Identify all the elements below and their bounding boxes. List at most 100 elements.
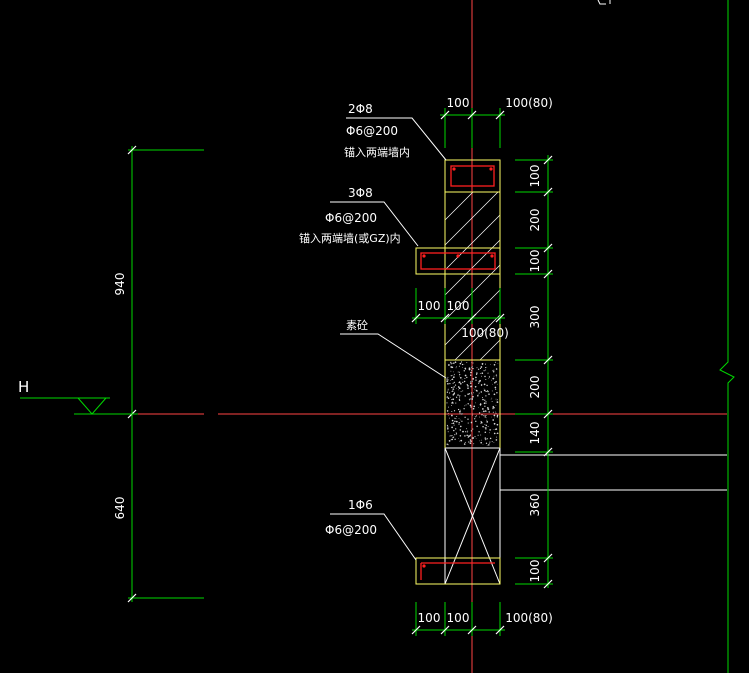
concrete-speckle <box>464 395 466 397</box>
right-dimension-ticks <box>543 155 553 589</box>
concrete-speckle <box>486 406 489 409</box>
concrete-speckle <box>485 428 487 430</box>
concrete-speckle <box>470 421 473 424</box>
plain-concrete-fill <box>446 361 499 446</box>
concrete-speckle <box>459 375 460 377</box>
concrete-speckle <box>447 444 449 446</box>
concrete-speckle <box>484 437 487 439</box>
concrete-speckle <box>446 443 448 445</box>
concrete-speckle <box>477 407 479 408</box>
concrete-speckle <box>488 377 489 379</box>
concrete-speckle <box>453 429 455 432</box>
concrete-speckle <box>458 389 459 391</box>
level-mark-symbol <box>20 397 138 415</box>
concrete-speckle <box>455 396 458 398</box>
concrete-speckle <box>480 421 482 423</box>
concrete-speckle <box>483 383 486 386</box>
concrete-speckle <box>491 441 493 443</box>
concrete-speckle <box>460 391 462 393</box>
concrete-speckle <box>483 370 485 372</box>
concrete-speckle <box>485 402 487 404</box>
concrete-speckle <box>461 363 464 366</box>
concrete-speckle <box>452 389 454 390</box>
concrete-speckle <box>450 396 451 398</box>
concrete-speckle <box>492 411 494 413</box>
concrete-speckle <box>485 367 487 369</box>
concrete-speckle <box>470 374 472 376</box>
concrete-speckle <box>484 405 486 407</box>
concrete-speckle <box>454 391 456 393</box>
concrete-speckle <box>483 415 485 417</box>
concrete-speckle <box>451 426 453 429</box>
concrete-speckle <box>452 382 454 384</box>
right-dim-5: 200 <box>528 376 542 399</box>
concrete-speckle <box>485 417 487 419</box>
concrete-speckle <box>480 434 482 436</box>
concrete-speckle <box>459 429 462 431</box>
concrete-speckle <box>458 398 460 400</box>
concrete-speckle <box>463 363 465 365</box>
concrete-speckle <box>489 432 490 434</box>
concrete-speckle <box>490 429 492 431</box>
concrete-speckle <box>493 414 496 417</box>
concrete-speckle <box>446 402 448 404</box>
concrete-speckle <box>472 378 475 380</box>
concrete-speckle <box>472 437 475 439</box>
concrete-speckle <box>459 373 461 376</box>
concrete-speckle <box>484 410 487 412</box>
concrete-speckle <box>447 388 449 390</box>
concrete-speckle <box>451 399 453 401</box>
right-break-line <box>719 0 735 673</box>
concrete-speckle <box>479 403 482 406</box>
concrete-speckle <box>457 371 459 373</box>
concrete-speckle <box>453 424 455 426</box>
floor-slab <box>500 454 727 491</box>
concrete-speckle <box>450 439 452 441</box>
concrete-speckle <box>447 397 450 399</box>
concrete-speckle <box>470 371 472 374</box>
concrete-speckle <box>477 393 479 395</box>
concrete-speckle <box>480 423 482 424</box>
concrete-speckle <box>495 428 498 430</box>
concrete-speckle <box>446 378 448 380</box>
right-dim-8: 100 <box>528 560 542 583</box>
concrete-speckle <box>496 401 499 403</box>
concrete-speckle <box>482 408 484 410</box>
bottom-band <box>415 557 501 585</box>
concrete-speckle <box>494 361 496 363</box>
concrete-speckle <box>469 398 471 400</box>
right-dim-2: 200 <box>528 209 542 232</box>
concrete-speckle <box>493 442 495 443</box>
note4-bars: 1Φ6 <box>348 498 373 512</box>
concrete-speckle <box>479 367 482 369</box>
concrete-speckle <box>496 398 498 400</box>
concrete-speckle <box>459 396 461 398</box>
concrete-speckle <box>494 381 496 384</box>
right-dim-7: 360 <box>528 494 542 517</box>
concrete-speckle <box>447 431 449 433</box>
concrete-speckle <box>446 413 448 415</box>
concrete-speckle <box>479 379 481 382</box>
concrete-speckle <box>482 398 484 401</box>
concrete-speckle <box>484 427 486 429</box>
concrete-speckle <box>481 375 482 377</box>
concrete-speckle <box>473 405 476 408</box>
note1-stirrup: Φ6@200 <box>346 124 398 138</box>
concrete-speckle <box>450 366 453 368</box>
concrete-speckle <box>486 421 489 423</box>
note4-stirrup: Φ6@200 <box>325 523 377 537</box>
concrete-speckle <box>476 372 478 374</box>
concrete-speckle <box>492 383 494 385</box>
concrete-speckle <box>474 389 476 391</box>
concrete-speckle <box>484 363 487 365</box>
concrete-speckle <box>458 399 461 401</box>
concrete-speckle <box>454 434 456 436</box>
concrete-speckle <box>462 381 464 384</box>
concrete-speckle <box>480 384 483 386</box>
mid-dim-a: 100 <box>418 299 441 313</box>
concrete-speckle <box>455 366 457 368</box>
concrete-speckle <box>472 392 474 394</box>
mid-dim-b: 100 <box>447 299 470 313</box>
concrete-speckle <box>456 416 458 417</box>
concrete-speckle <box>487 390 489 393</box>
